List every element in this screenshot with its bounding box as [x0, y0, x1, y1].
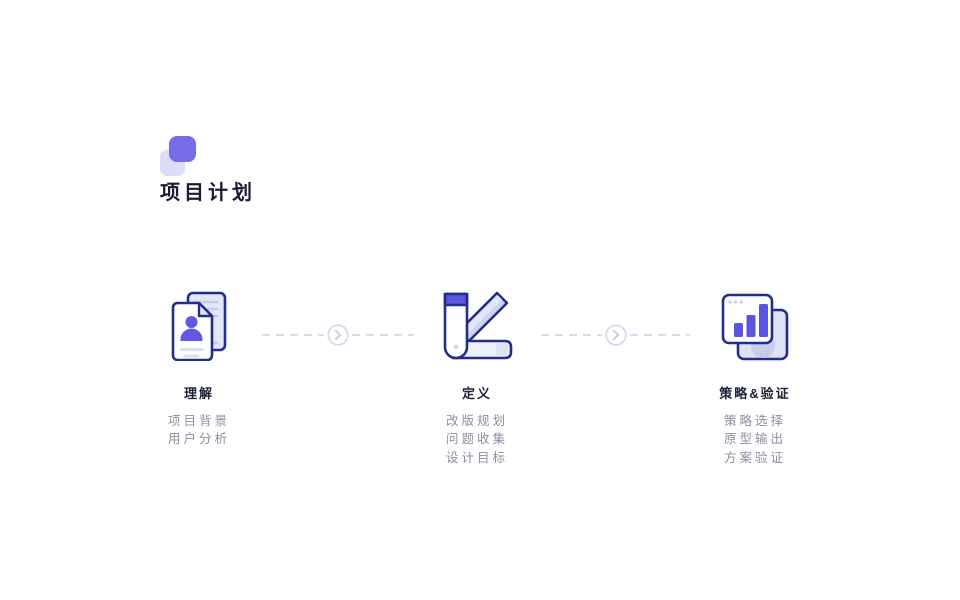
stage-item: 策略选择	[723, 414, 786, 428]
dashed-line	[629, 334, 690, 336]
stage-item: 方案验证	[723, 450, 786, 465]
stage-item: 改版规划	[445, 414, 508, 428]
stage-define-title: 定义	[461, 386, 492, 401]
stage-define: 定义 改版规划 问题收集 设计目标	[377, 280, 577, 467]
stage-strategy-validation: 策略&验证 策略选择 原型输出 方案验证	[655, 280, 855, 467]
stage-item: 项目背景	[167, 414, 230, 428]
logo-front-square	[169, 136, 196, 162]
stage-define-items: 改版规划 问题收集 设计目标	[446, 412, 508, 467]
chevron-right-icon	[604, 324, 627, 346]
chart-window-icon	[721, 293, 789, 361]
stage-understand-icon-box	[171, 280, 227, 361]
stage-item: 问题收集	[445, 432, 508, 447]
stage-understand-items: 项目背景 用户分析	[168, 412, 230, 449]
page-title: 项目计划	[160, 182, 256, 204]
stage-strategy-validation-title: 策略&验证	[719, 386, 791, 401]
dashed-line	[541, 334, 602, 336]
flow-connector-2	[541, 324, 690, 346]
chevron-right-icon	[327, 324, 349, 346]
logo	[160, 135, 202, 179]
design-swatches-icon	[443, 291, 513, 360]
stage-define-icon-box	[441, 280, 513, 361]
dashed-line	[352, 334, 414, 336]
stage-understand-title: 理解	[183, 386, 214, 401]
stage-strategy-validation-items: 策略选择 原型输出 方案验证	[724, 412, 786, 467]
flow-connector-1	[262, 324, 414, 346]
stage-strategy-validation-icon-box	[721, 280, 789, 361]
dashed-line	[262, 334, 324, 336]
stage-item: 原型输出	[723, 432, 786, 447]
user-documents-icon	[171, 291, 227, 361]
stage-understand: 理解 项目背景 用户分析	[99, 280, 299, 449]
stage-item: 设计目标	[445, 450, 508, 465]
stage-item: 用户分析	[167, 432, 230, 447]
